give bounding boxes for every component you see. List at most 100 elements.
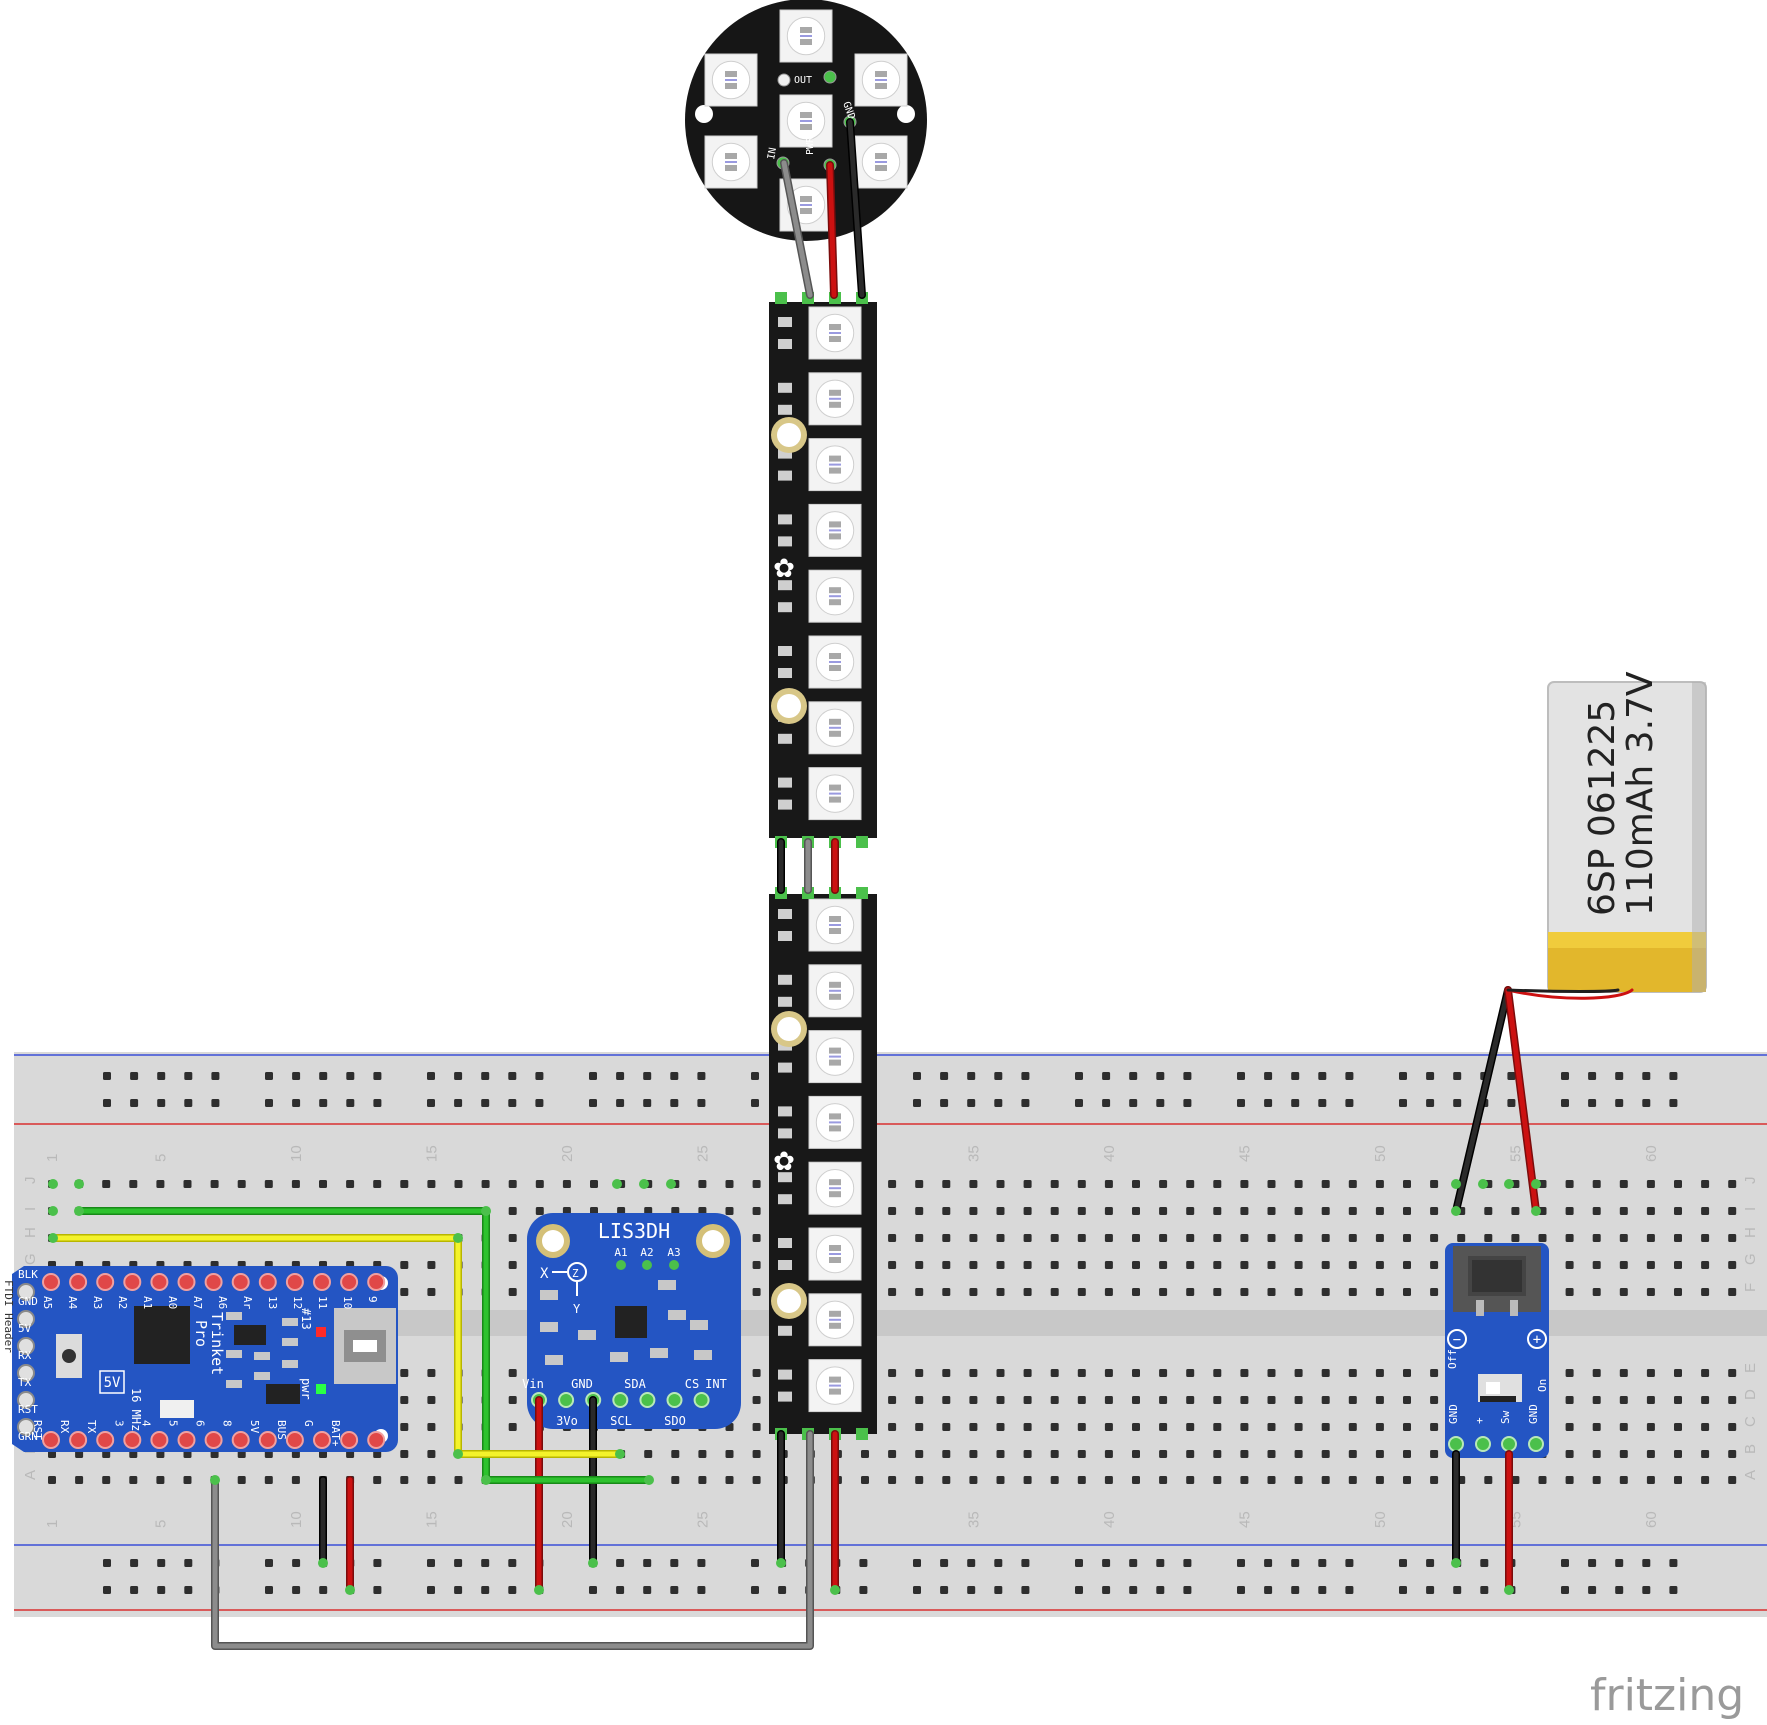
breadboard-hole [508,1396,517,1404]
breadboard-rail-hole [967,1072,976,1080]
breadboard-rail-hole [373,1586,382,1594]
breadboard-hole [1077,1288,1086,1296]
breadboard-rail-hole [697,1099,706,1107]
neopixel-stick-top: ✿ [769,292,877,848]
charger-pin-label: GND [1447,1404,1460,1424]
breadboard-hole [508,1180,517,1188]
wire-endpoint [1531,1206,1541,1216]
breadboard-hole [1213,1396,1222,1404]
breadboard-hole [1348,1180,1357,1188]
trinket-bottom-pin-label: 5 [167,1420,180,1427]
breadboard-hole [752,1450,761,1458]
breadboard-hole [346,1180,355,1188]
wire-endpoints [48,1179,1541,1595]
breadboard-hole [1348,1288,1357,1296]
breadboard-hole [996,1180,1005,1188]
breadboard-hole [1050,1234,1059,1242]
trinket-pin [258,1273,277,1291]
trinket-pin [177,1431,196,1449]
breadboard-rail-hole [967,1099,976,1107]
breadboard-hole [1050,1423,1059,1431]
breadboard-hole [1050,1369,1059,1377]
breadboard-hole [1646,1450,1655,1458]
breadboard-hole [1023,1261,1032,1269]
breadboard-hole [1321,1180,1330,1188]
column-number: 40 [1101,1511,1118,1528]
trinket-bottom-pin-label: 4 [139,1420,152,1427]
breadboard-rail-hole [1264,1099,1273,1107]
column-number: 15 [423,1145,440,1162]
breadboard-hole [915,1423,924,1431]
breadboard-hole [1674,1207,1682,1215]
trinket-top-pin-label: A5 [41,1296,54,1309]
breadboard-hole [1104,1180,1113,1188]
breadboard-rail-hole [157,1559,166,1567]
breadboard-hole [454,1476,463,1484]
lis3dh-bottom-pin-label: SDO [664,1414,686,1428]
breadboard-rail-hole [1453,1099,1462,1107]
breadboard-hole [427,1288,436,1296]
breadboard-hole [373,1180,382,1188]
breadboard-hole [1403,1261,1411,1269]
breadboard-hole [1403,1288,1411,1296]
breadboard-rail-hole [1345,1099,1354,1107]
breadboard-hole [1565,1234,1574,1242]
trinket-pin [340,1273,359,1291]
breadboard-rail-hole [1615,1099,1624,1107]
svg-text:✿: ✿ [773,554,795,584]
breadboard-hole [427,1450,436,1458]
breadboard-hole [1132,1234,1140,1242]
breadboard-hole [210,1180,219,1188]
column-number: 5 [152,1154,169,1162]
trinket-pin [177,1273,196,1291]
breadboard-hole [1701,1207,1710,1215]
column-number: 20 [559,1511,576,1528]
ftdi-pin [17,1283,35,1301]
ftdi-pin-label: GRN [18,1430,38,1443]
breadboard-rail-hole [1561,1072,1569,1080]
breadboard-hole [1050,1396,1059,1404]
stick-pad [856,836,868,848]
breadboard-rail-hole [292,1099,301,1107]
wire-endpoint [776,1558,786,1568]
breadboard-hole [1023,1288,1032,1296]
breadboard-hole [1375,1207,1384,1215]
column-number: 5 [152,1520,169,1528]
breadboard-hole [725,1207,734,1215]
trinket-pin [204,1431,223,1449]
breadboard-hole [1619,1450,1628,1458]
breadboard-hole [1430,1288,1439,1296]
breadboard-hole [1240,1423,1249,1431]
breadboard-rail-hole [778,1586,787,1594]
wire-endpoint [1451,1179,1461,1189]
trinket-pin [258,1431,277,1449]
breadboard-hole [75,1476,84,1484]
breadboard-hole [725,1450,734,1458]
breadboard-hole [752,1207,761,1215]
breadboard-hole [888,1450,897,1458]
breadboard-hole [969,1234,978,1242]
breadboard-rail-hole [967,1586,976,1594]
breadboard-hole [1728,1234,1737,1242]
breadboard-hole [969,1369,978,1377]
breadboard-hole [996,1396,1005,1404]
breadboard-hole [1159,1234,1168,1242]
breadboard-hole [1023,1180,1032,1188]
breadboard-rail-hole [1183,1072,1192,1080]
breadboard-hole [1538,1234,1547,1242]
breadboard-hole [996,1369,1005,1377]
breadboard-hole [969,1207,978,1215]
trinket-top-pin-label: A6 [216,1296,229,1309]
breadboard-rail-hole [616,1586,625,1594]
breadboard-hole [400,1476,409,1484]
breadboard-hole [481,1180,490,1188]
fritzing-logo: fritzing [1590,1670,1744,1721]
breadboard-hole [1267,1396,1276,1404]
trinket-pin [231,1273,250,1291]
breadboard-rail-hole [184,1586,193,1594]
column-number: 1 [44,1154,61,1162]
breadboard-hole [1701,1288,1710,1296]
lis3dh-pin [612,1392,629,1408]
breadboard-rail-hole [1318,1099,1327,1107]
breadboard-rail-hole [427,1099,435,1107]
